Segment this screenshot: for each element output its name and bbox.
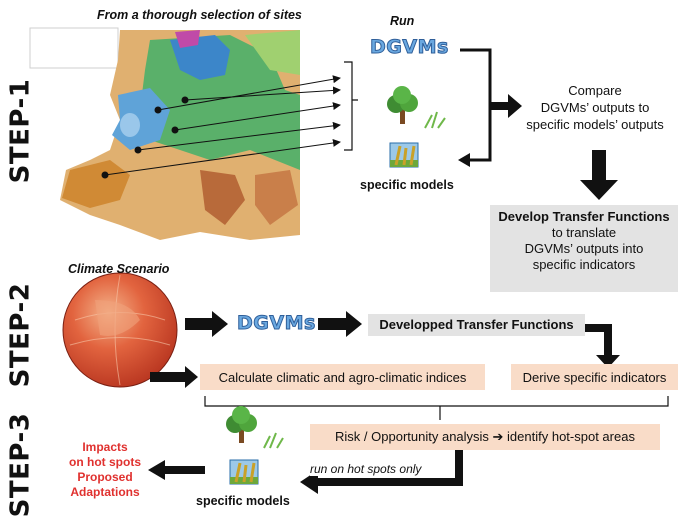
climate-globe (62, 272, 178, 388)
run-hotspots-label: run on hot spots only (310, 462, 422, 476)
to-outcomes-arrow (148, 460, 205, 480)
to-compare-arrow (490, 94, 522, 118)
specific-models-label-step1: specific models (360, 178, 454, 192)
dgvm-to-tf-arrow (318, 311, 362, 337)
specific-models-label-step3: specific models (196, 494, 290, 508)
tf-to-derive-arrow (585, 324, 620, 368)
dgvm-to-specific-arrow (460, 48, 492, 162)
tree-icon (387, 86, 446, 129)
develop-transfer-box: Develop Transfer Functions to translate … (490, 205, 678, 292)
climate-scenario-label: Climate Scenario (68, 262, 170, 276)
compare-down-arrow (580, 150, 618, 200)
tree-icon-step3 (226, 406, 284, 449)
transfer-functions-box: Developped Transfer Functions (368, 314, 585, 336)
site-bracket (344, 61, 358, 151)
outcomes-text: Impacts on hot spots Proposed Adaptation… (69, 440, 141, 499)
run-label: Run (390, 14, 415, 28)
globe-to-dgvm-arrow (185, 311, 228, 337)
derive-indicators-box: Derive specific indicators (511, 364, 678, 390)
step2-label: STEP-2 (5, 282, 36, 388)
dgvms-label-step2: DGVMs (237, 312, 316, 335)
dgvms-label-step1: DGVMs (370, 36, 449, 59)
step2-brace (204, 396, 669, 420)
risk-to-run-arrow (300, 447, 463, 494)
crops-icon-step3 (229, 459, 259, 485)
step1-label: STEP-1 (5, 78, 36, 184)
header-caption: From a thorough selection of sites (97, 8, 302, 22)
risk-analysis-box: Risk / Opportunity analysis ➔ identify h… (310, 424, 660, 450)
climatic-indices-box: Calculate climatic and agro-climatic ind… (200, 364, 485, 390)
step3-label: STEP-3 (5, 412, 36, 517)
globe-to-indices-arrow (150, 366, 198, 388)
site-arrows (104, 75, 341, 176)
europe-map (29, 27, 300, 240)
compare-text: Compare DGVMs’ outputs to specific model… (526, 83, 664, 132)
crops-icon (389, 142, 419, 168)
